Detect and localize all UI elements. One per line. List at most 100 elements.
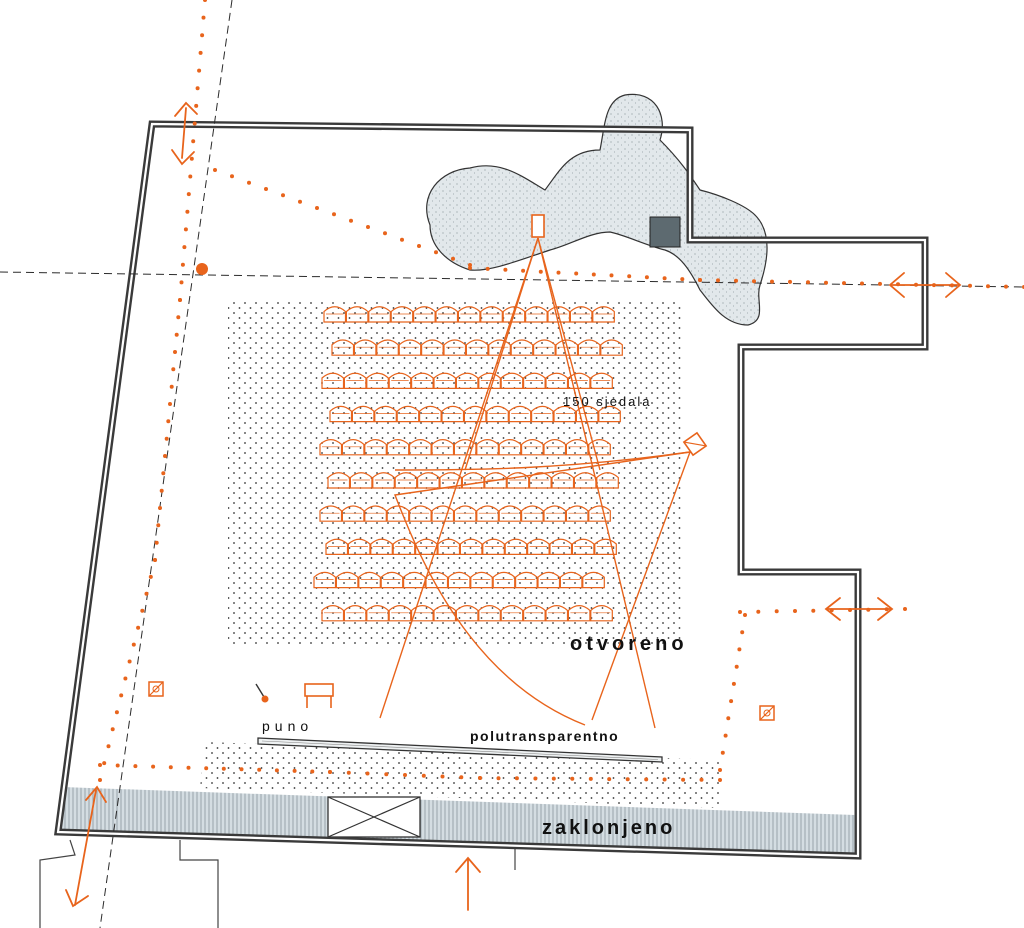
seat (364, 439, 387, 456)
seat (341, 439, 365, 456)
seat (413, 306, 436, 323)
path-dot (204, 766, 209, 771)
seat (455, 605, 479, 622)
seat (575, 405, 599, 423)
path-dot (718, 768, 722, 772)
solid-label: puno (262, 718, 313, 734)
path-dot (478, 776, 482, 780)
path-dot (98, 778, 102, 782)
semi-transparent-label: polutransparentno (470, 728, 619, 744)
path-dot (403, 773, 407, 777)
path-dot (731, 681, 736, 686)
seat (431, 505, 455, 522)
seat (403, 571, 426, 589)
path-dot (179, 280, 184, 285)
seat (478, 605, 501, 622)
path-dot (274, 768, 279, 773)
seat (521, 439, 544, 456)
audience-area (228, 300, 682, 645)
path-dot (123, 676, 128, 681)
path-dot (756, 609, 761, 614)
path-dot (625, 777, 630, 782)
path-dot (136, 625, 141, 630)
path-dot (729, 699, 734, 704)
path-dot (521, 268, 526, 273)
path-dot (551, 776, 556, 781)
path-dot (106, 744, 111, 749)
path-dot (201, 15, 206, 20)
projector-icon (531, 214, 545, 238)
seat (358, 571, 381, 589)
path-dot (281, 193, 285, 198)
path-dot (986, 284, 990, 289)
path-dot (384, 772, 389, 777)
seat (351, 405, 375, 423)
seat (500, 605, 524, 622)
path-dot (737, 647, 742, 652)
seating-block (313, 306, 623, 622)
seat (319, 505, 343, 522)
path-dot (200, 33, 205, 38)
seat (484, 472, 507, 489)
seat (431, 439, 455, 456)
path-dot (681, 777, 686, 782)
seat (366, 605, 389, 622)
path-dot (383, 231, 387, 236)
path-dot (365, 771, 370, 776)
open-label: otvoreno (570, 633, 688, 655)
seat (515, 571, 538, 589)
path-dot (609, 273, 614, 278)
path-dot (793, 609, 797, 613)
microphone-icon (255, 683, 269, 703)
lighting-box-right-icon (759, 705, 775, 721)
seat (476, 505, 499, 522)
seat (480, 306, 503, 323)
path-dot (806, 280, 810, 285)
path-dot (221, 766, 226, 771)
seat (447, 571, 471, 589)
seat (321, 605, 345, 622)
seat (455, 372, 479, 389)
path-dot (185, 209, 190, 214)
seat (392, 538, 416, 555)
seat (590, 372, 613, 389)
path-dot (315, 206, 319, 210)
path-dot (878, 281, 882, 286)
path-dot (538, 269, 543, 274)
path-dot (743, 613, 747, 617)
seat (569, 306, 593, 323)
seat (411, 605, 434, 622)
seat (349, 472, 373, 489)
seat (374, 405, 397, 423)
path-dot (174, 332, 179, 337)
path-dot (468, 263, 472, 267)
path-dot (213, 168, 217, 172)
path-dot (180, 262, 185, 267)
path-dot (570, 776, 575, 781)
seat (411, 372, 434, 389)
path-dot (153, 558, 157, 562)
seat (386, 505, 410, 522)
path-dot (366, 225, 370, 229)
seat (555, 339, 579, 356)
seat (453, 439, 477, 456)
seat (394, 472, 418, 489)
seat (565, 439, 589, 456)
pillar-block (649, 216, 681, 248)
lighting-box-left-icon (148, 681, 164, 697)
path-dot (400, 237, 404, 242)
seat (482, 538, 505, 555)
seat (537, 571, 561, 589)
seat (502, 306, 526, 323)
path-dot (110, 727, 115, 732)
seat (459, 538, 483, 555)
path-dot (788, 279, 792, 284)
seat (453, 505, 477, 522)
path-dot (842, 281, 846, 286)
seat (396, 405, 420, 423)
seat (457, 306, 481, 323)
path-dot (699, 777, 704, 782)
path-dot (607, 777, 612, 782)
path-dot (188, 174, 193, 179)
path-dot (310, 769, 315, 774)
